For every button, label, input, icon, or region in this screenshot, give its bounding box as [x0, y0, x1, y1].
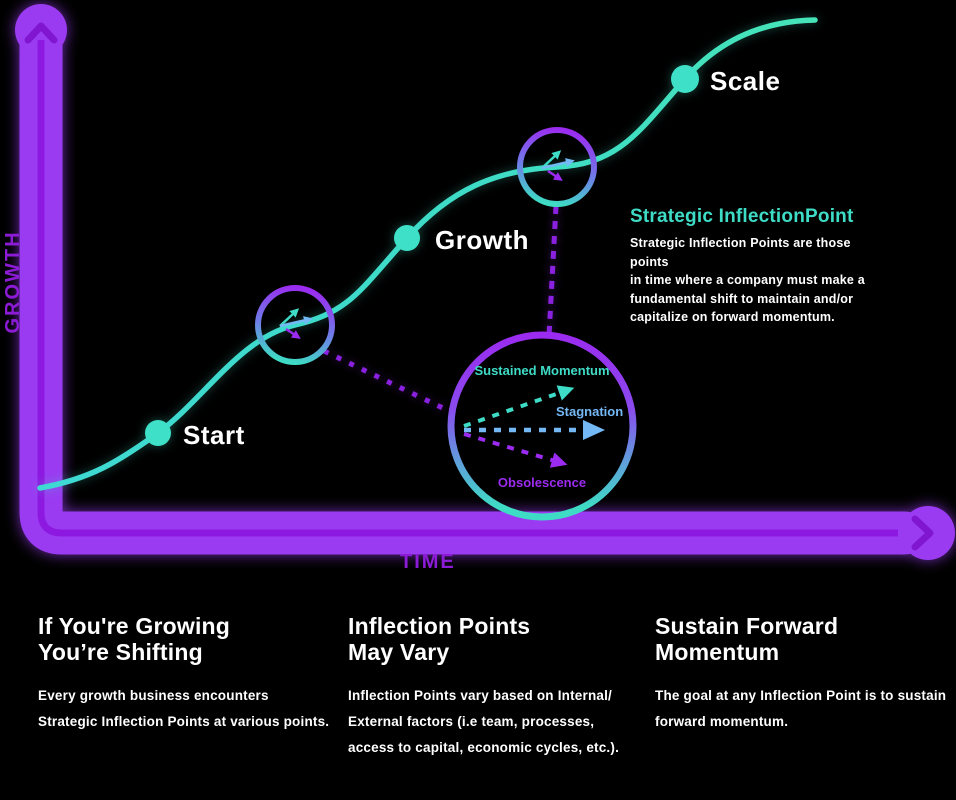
inflection-rings: [255, 127, 597, 365]
footnote-title: Inflection Points May Vary: [348, 613, 531, 665]
mini-divergence-icon-1: [279, 308, 313, 339]
sustained-momentum-arrow-icon: [463, 385, 575, 428]
stagnation-label: Stagnation: [556, 404, 624, 419]
growth-curve-group: [37, 17, 818, 491]
axis-inner-stripe: [37, 40, 898, 537]
connector-inflection1-to-detail: [322, 348, 451, 414]
sustained-momentum-label: Sustained Momentum: [474, 363, 610, 378]
mini-divergence-icon-2: [541, 150, 575, 181]
growth-point: [394, 225, 420, 251]
obsolescence-arrow-icon: [463, 432, 568, 468]
footnote-body: Every growth business encounters Strateg…: [38, 688, 330, 729]
inflection-ring-2: [517, 127, 597, 207]
connector-inflection2-to-detail: [546, 205, 559, 337]
stage-label-scale: Scale: [710, 66, 781, 96]
footnote-body: The goal at any Inflection Point is to s…: [655, 688, 947, 729]
start-point: [145, 420, 171, 446]
axes: [15, 4, 955, 560]
footnote-title: If You're Growing You’re Shifting: [38, 613, 231, 665]
footnote-growing-shifting: If You're Growing You’re Shifting Every …: [38, 613, 338, 735]
scale-point: [671, 65, 699, 93]
obsolescence-label: Obsolescence: [497, 475, 587, 490]
footnote-points-vary: Inflection Points May Vary Inflection Po…: [348, 613, 648, 761]
y-axis-arrow-icon: [24, 22, 58, 44]
footnote-title: Sustain Forward Momentum: [655, 613, 839, 665]
x-axis-label: TIME: [400, 551, 456, 573]
stage-label-growth: Growth: [435, 225, 529, 255]
x-axis-arrow-icon: [911, 515, 934, 551]
connectors: [322, 205, 559, 414]
inflection-note-body: Strategic Inflection Points are those po…: [630, 236, 865, 324]
footnote-body: Inflection Points vary based on Internal…: [348, 688, 620, 755]
y-axis-label: GROWTH: [2, 230, 24, 334]
stage-label-start: Start: [183, 420, 245, 450]
inflection-detail-circle: [447, 331, 637, 521]
inflection-ring-1: [255, 285, 335, 365]
growth-curve-diagram: [15, 4, 955, 560]
footnote-sustain-momentum: Sustain Forward Momentum The goal at any…: [655, 613, 955, 735]
detail-ring: [447, 331, 637, 521]
inflection-note-title: Strategic InflectionPoint: [630, 206, 854, 227]
